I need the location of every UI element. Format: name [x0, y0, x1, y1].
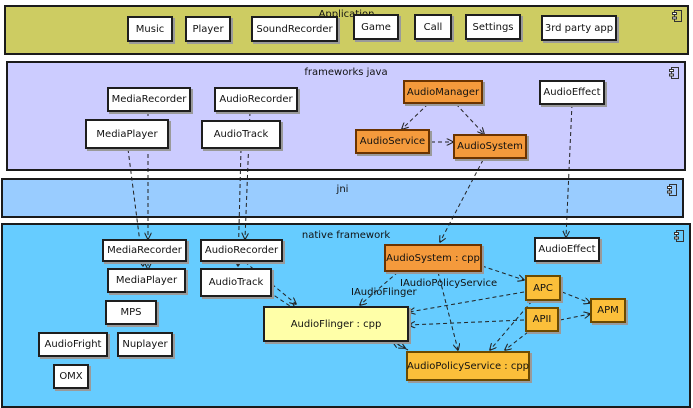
java-audiotrack[interactable]: AudioTrack	[201, 120, 281, 149]
native-apii[interactable]: APII	[525, 307, 559, 332]
component-icon	[669, 67, 679, 79]
native-audioflinger-cpp[interactable]: AudioFlinger : cpp	[263, 306, 409, 342]
edge-label-iaudiopolicyservice: IAudioPolicyService	[400, 278, 498, 289]
app-3rd-party[interactable]: 3rd party app	[541, 15, 617, 41]
native-mediaplayer[interactable]: MediaPlayer	[107, 268, 186, 293]
java-audiorecorder[interactable]: AudioRecorder	[214, 87, 298, 112]
java-mediaplayer[interactable]: MediaPlayer	[85, 119, 169, 149]
native-omx[interactable]: OMX	[53, 364, 89, 389]
component-icon	[667, 184, 677, 196]
native-apm[interactable]: APM	[590, 298, 626, 323]
jni-layer: jni	[1, 178, 684, 218]
frameworks-java-layer: frameworks java	[6, 61, 686, 171]
component-icon	[672, 10, 682, 22]
native-audiosystem-cpp[interactable]: AudioSystem : cpp	[384, 244, 482, 272]
java-mediarecorder[interactable]: MediaRecorder	[107, 87, 191, 112]
app-player[interactable]: Player	[185, 16, 231, 42]
app-music[interactable]: Music	[127, 16, 173, 42]
native-audiotrack[interactable]: AudioTrack	[200, 268, 272, 297]
app-settings[interactable]: Settings	[465, 14, 521, 40]
java-audioservice[interactable]: AudioService	[355, 129, 430, 154]
native-mps[interactable]: MPS	[105, 300, 157, 325]
native-apc[interactable]: APC	[525, 275, 561, 301]
app-soundrecorder[interactable]: SoundRecorder	[251, 16, 338, 42]
native-audioeffect[interactable]: AudioEffect	[534, 237, 600, 262]
native-mediarecorder[interactable]: MediaRecorder	[102, 239, 187, 262]
native-audiorecorder[interactable]: AudioRecorder	[200, 239, 283, 262]
native-framework-layer-title: native framework	[301, 230, 391, 241]
java-audioeffect[interactable]: AudioEffect	[539, 80, 605, 105]
app-call[interactable]: Call	[414, 14, 452, 40]
application-layer-title: Application	[318, 9, 375, 20]
java-audiosystem[interactable]: AudioSystem	[453, 134, 527, 159]
native-audiopolicyservice-cpp[interactable]: AudioPolicyService : cpp	[406, 351, 530, 381]
native-audiofright[interactable]: AudioFright	[38, 332, 108, 357]
edge-label-iaudioflinger: IAudioFlinger	[351, 287, 417, 298]
native-nuplayer[interactable]: Nuplayer	[117, 332, 173, 357]
frameworks-java-layer-title: frameworks java	[304, 67, 388, 78]
component-icon	[674, 230, 684, 242]
jni-layer-title: jni	[336, 184, 349, 195]
app-game[interactable]: Game	[353, 14, 399, 40]
java-audiomanager[interactable]: AudioManager	[403, 80, 483, 104]
